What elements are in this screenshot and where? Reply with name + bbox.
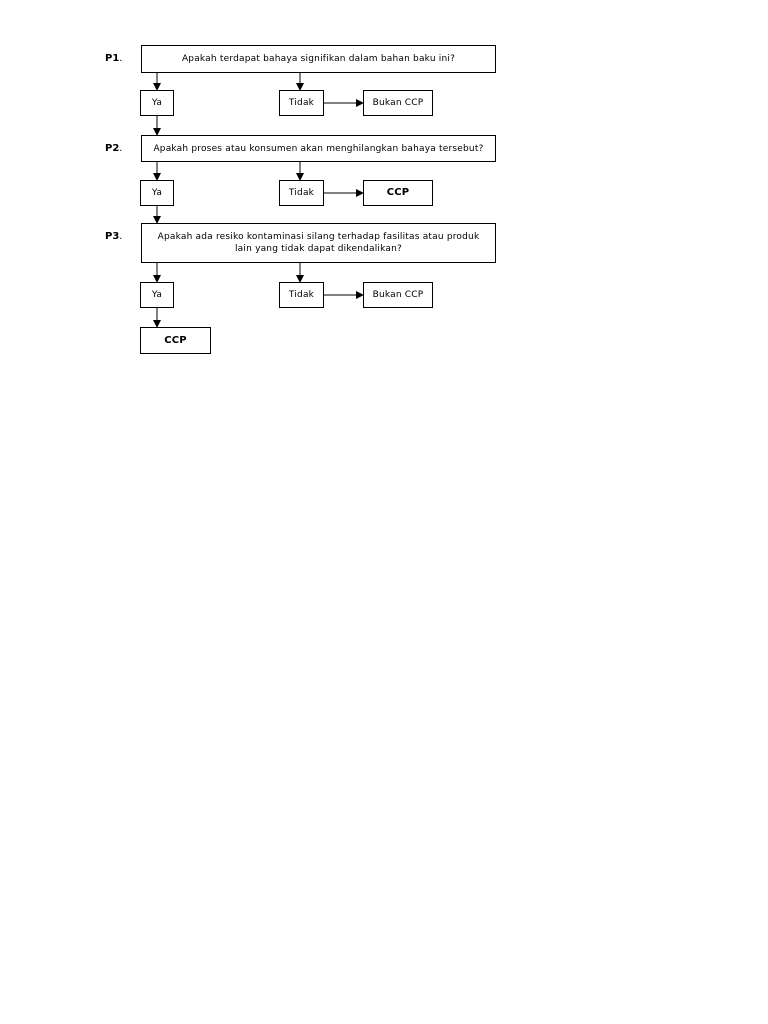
result-box-p1: Bukan CCP — [363, 90, 433, 116]
yes-box-p3: Ya — [140, 282, 174, 308]
result-box-p2: CCP — [363, 180, 433, 206]
no-box-p3: Tidak — [279, 282, 324, 308]
result-box-p3: Bukan CCP — [363, 282, 433, 308]
question-box-p3: Apakah ada resiko kontaminasi silang ter… — [141, 223, 496, 263]
question-box-p1: Apakah terdapat bahaya signifikan dalam … — [141, 45, 496, 73]
yes-box-p1: Ya — [140, 90, 174, 116]
question-box-p2: Apakah proses atau konsumen akan menghil… — [141, 135, 496, 162]
step-label-p2: P2. — [105, 143, 122, 155]
final-result-box: CCP — [140, 327, 211, 354]
step-label-p1-code: P1 — [105, 53, 120, 64]
no-box-p1: Tidak — [279, 90, 324, 116]
yes-box-p2: Ya — [140, 180, 174, 206]
step-label-p2-code: P2 — [105, 143, 120, 154]
step-label-p3-suffix: . — [119, 231, 123, 242]
no-box-p2: Tidak — [279, 180, 324, 206]
step-label-p3: P3. — [105, 231, 122, 243]
step-label-p1: P1. — [105, 53, 122, 65]
step-label-p2-suffix: . — [119, 143, 123, 154]
step-label-p3-code: P3 — [105, 231, 120, 242]
step-label-p1-suffix: . — [119, 53, 123, 64]
